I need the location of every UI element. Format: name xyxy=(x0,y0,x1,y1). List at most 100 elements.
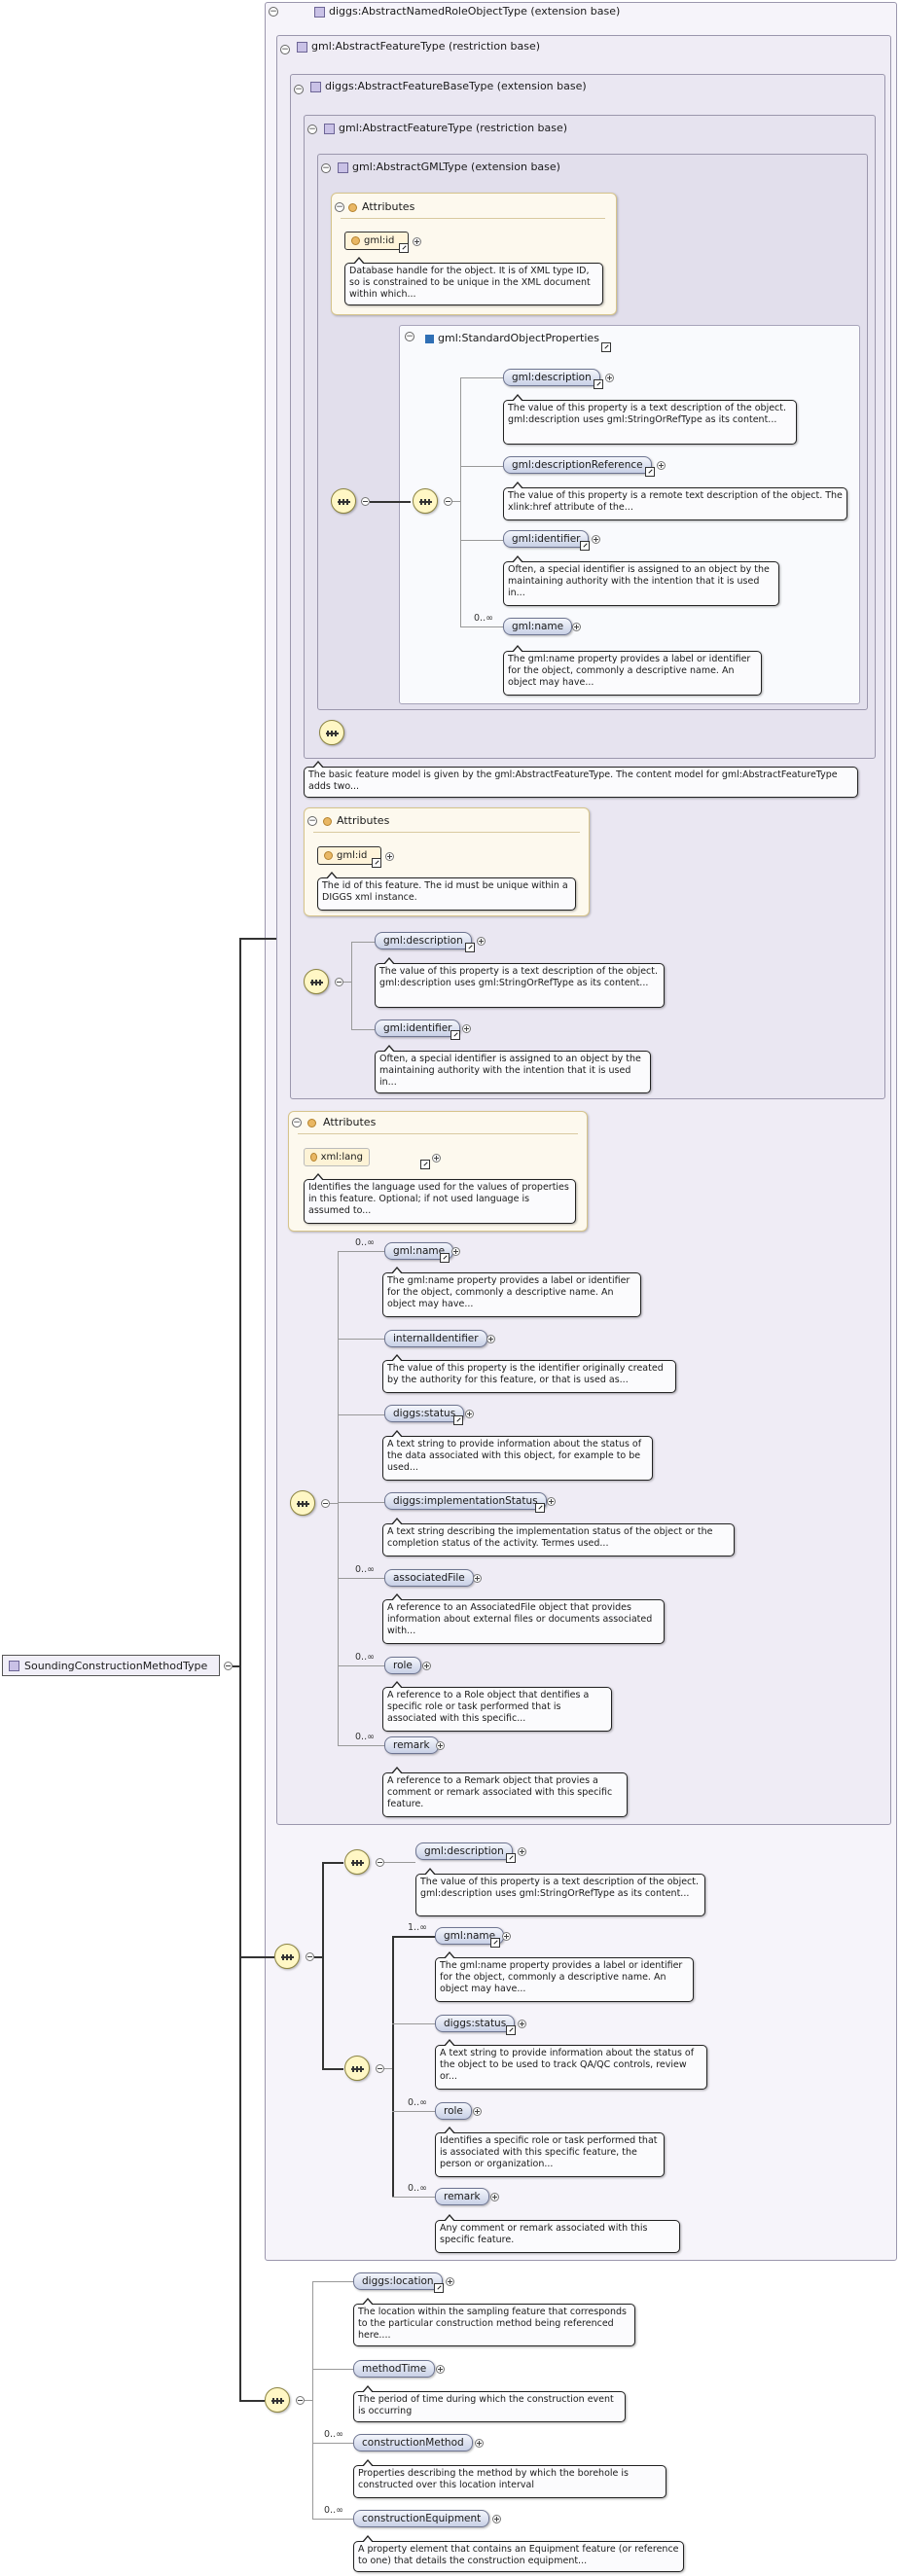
collapse-toggle[interactable] xyxy=(444,497,452,506)
collapse-toggle[interactable]: − xyxy=(307,816,317,826)
link-icon[interactable] xyxy=(490,1938,500,1948)
link-icon[interactable] xyxy=(580,541,590,551)
attribute-chip[interactable]: gml:id xyxy=(344,232,409,250)
expand-toggle[interactable] xyxy=(518,1847,526,1856)
expand-toggle[interactable] xyxy=(492,2515,501,2523)
link-icon[interactable] xyxy=(440,1253,450,1263)
collapse-toggle[interactable]: − xyxy=(280,45,290,54)
collapse-toggle[interactable] xyxy=(335,978,343,986)
expand-toggle[interactable] xyxy=(473,1574,482,1583)
expand-toggle[interactable] xyxy=(547,1497,556,1506)
link-icon[interactable] xyxy=(601,342,611,352)
element-diggs-status[interactable]: diggs:status xyxy=(384,1405,465,1422)
expand-toggle[interactable] xyxy=(572,623,581,631)
collapse-toggle[interactable] xyxy=(376,2064,384,2073)
link-icon[interactable] xyxy=(453,1415,463,1425)
expand-toggle[interactable] xyxy=(486,1335,495,1343)
link-icon[interactable] xyxy=(506,2025,516,2035)
expand-toggle[interactable] xyxy=(502,1932,511,1941)
connector-line xyxy=(322,2068,343,2070)
expand-toggle[interactable] xyxy=(385,852,394,861)
attribute-chip[interactable]: xml:lang xyxy=(304,1148,370,1166)
element-gml-description[interactable]: gml:description xyxy=(415,1843,513,1860)
expand-toggle[interactable] xyxy=(592,535,600,544)
expand-toggle[interactable] xyxy=(518,2020,526,2028)
link-icon[interactable] xyxy=(465,943,475,952)
attribute-description: Database handle for the object. It is of… xyxy=(344,257,603,305)
link-icon[interactable] xyxy=(645,467,655,477)
expand-toggle[interactable] xyxy=(462,1024,471,1033)
element-remark[interactable]: remark xyxy=(435,2188,489,2205)
frame-title: gml:AbstractGMLType (extension base) xyxy=(352,161,560,173)
collapse-toggle[interactable] xyxy=(224,1662,233,1670)
attribute-chip[interactable]: gml:id xyxy=(317,846,381,865)
connector-line xyxy=(384,1862,415,1863)
link-icon[interactable] xyxy=(450,1030,460,1040)
element-gml-name[interactable]: gml:name xyxy=(503,618,573,635)
connector-line xyxy=(460,377,461,626)
link-icon[interactable] xyxy=(535,1503,545,1513)
element-internal-identifier[interactable]: internalIdentifier xyxy=(384,1330,487,1347)
divider xyxy=(298,1133,578,1134)
element-diggs-location[interactable]: diggs:location xyxy=(353,2272,443,2290)
link-icon[interactable] xyxy=(434,2283,444,2293)
element-role[interactable]: role xyxy=(384,1657,421,1674)
link-icon[interactable] xyxy=(420,1160,430,1169)
expand-toggle[interactable] xyxy=(605,374,614,382)
attribute-icon xyxy=(351,236,360,245)
element-diggs-status[interactable]: diggs:status xyxy=(435,2015,516,2032)
element-gml-identifier[interactable]: gml:identifier xyxy=(503,530,590,548)
element-remark[interactable]: remark xyxy=(384,1736,439,1754)
expand-toggle[interactable] xyxy=(413,237,421,246)
link-icon[interactable] xyxy=(399,243,409,253)
collapse-toggle[interactable] xyxy=(321,1499,330,1508)
expand-toggle[interactable] xyxy=(657,461,666,470)
expand-toggle[interactable] xyxy=(475,2439,484,2448)
link-icon[interactable] xyxy=(506,1853,516,1863)
element-gml-description-reference[interactable]: gml:descriptionReference xyxy=(503,456,652,474)
type-description: The basic feature model is given by the … xyxy=(304,761,858,798)
attribute-icon xyxy=(307,1119,316,1127)
expand-toggle[interactable] xyxy=(422,1662,431,1670)
attribute-name: gml:id xyxy=(337,850,368,861)
collapse-toggle[interactable]: − xyxy=(307,125,317,134)
element-gml-name[interactable]: gml:name xyxy=(384,1242,454,1260)
collapse-toggle[interactable]: − xyxy=(269,7,278,17)
collapse-toggle[interactable] xyxy=(306,1952,314,1961)
root-type[interactable]: SoundingConstructionMethodType xyxy=(2,1655,220,1676)
element-associated-file[interactable]: associatedFile xyxy=(384,1569,474,1587)
attribute-name: xml:lang xyxy=(320,1152,363,1163)
expand-toggle[interactable] xyxy=(436,2365,445,2374)
expand-toggle[interactable] xyxy=(436,1741,445,1750)
expand-toggle[interactable] xyxy=(473,2107,482,2116)
collapse-toggle[interactable]: − xyxy=(405,332,414,341)
connector-line xyxy=(338,1665,384,1666)
element-construction-method[interactable]: constructionMethod xyxy=(353,2434,473,2451)
collapse-toggle[interactable] xyxy=(376,1858,384,1867)
expand-toggle[interactable] xyxy=(451,1247,460,1256)
expand-toggle[interactable] xyxy=(465,1410,474,1418)
collapse-toggle[interactable] xyxy=(296,2396,305,2405)
element-construction-equipment[interactable]: constructionEquipment xyxy=(353,2510,490,2527)
attribute-description: Identifies the language used for the val… xyxy=(304,1173,576,1224)
expand-toggle[interactable] xyxy=(446,2277,454,2286)
link-icon[interactable] xyxy=(594,379,603,389)
collapse-toggle[interactable]: − xyxy=(294,85,304,94)
element-method-time[interactable]: methodTime xyxy=(353,2360,436,2378)
element-description: The value of this property is a remote t… xyxy=(503,482,847,520)
expand-toggle[interactable] xyxy=(490,2193,499,2201)
element-gml-description[interactable]: gml:description xyxy=(503,369,600,386)
collapse-toggle[interactable]: − xyxy=(335,202,344,212)
element-diggs-implementation-status[interactable]: diggs:implementationStatus xyxy=(384,1492,547,1510)
connector-line xyxy=(312,2281,353,2282)
collapse-toggle[interactable]: − xyxy=(292,1118,302,1127)
expand-toggle[interactable] xyxy=(477,937,486,946)
attributes-label: Attributes xyxy=(337,814,390,827)
element-gml-description[interactable]: gml:description xyxy=(375,932,472,949)
expand-toggle[interactable] xyxy=(432,1154,441,1163)
link-icon[interactable] xyxy=(372,858,381,868)
collapse-toggle[interactable]: − xyxy=(321,163,331,173)
element-role[interactable]: role xyxy=(435,2102,472,2120)
element-gml-identifier[interactable]: gml:identifier xyxy=(375,1020,461,1037)
collapse-toggle[interactable] xyxy=(361,497,370,506)
